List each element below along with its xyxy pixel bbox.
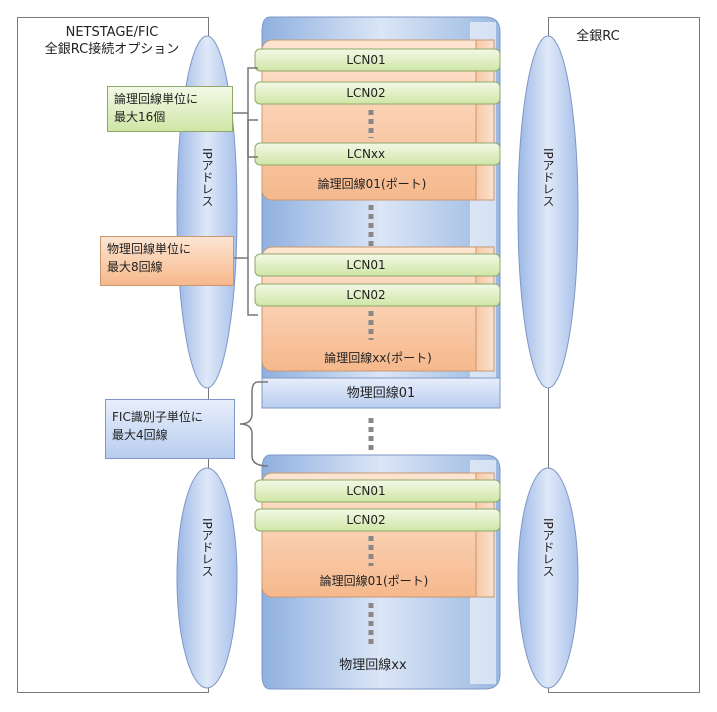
physical-line-xx-label: 物理回線xx <box>339 657 407 673</box>
ip-label-right-bottom: IPアドレス <box>541 518 555 577</box>
note-physical-line1: 物理回線単位に <box>107 242 192 256</box>
physical-line-01-label: 物理回線01 <box>347 385 416 401</box>
logical-line-xx-block: 論理回線xx(ポート) <box>261 246 495 372</box>
note-fic-limit: FIC識別子単位に 最大4回線 <box>105 399 235 459</box>
lcn02-label-b: LCN02 <box>346 288 385 302</box>
note-logical-line2: 最大16個 <box>114 110 166 124</box>
ip-label-right-top: IPアドレス <box>541 148 555 207</box>
ip-label-left-top: IPアドレス <box>200 148 214 207</box>
logical-line-01-label: 論理回線01(ポート) <box>318 176 427 191</box>
lcn01-label-b: LCN01 <box>346 258 385 272</box>
logical-line-01-block-b: 論理回線01(ポート) <box>261 472 495 598</box>
note-physical-line2: 最大8回線 <box>107 260 163 274</box>
lcn-bar-xx-a: LCNxx <box>254 142 501 166</box>
note-logical-line1: 論理回線単位に <box>114 92 199 106</box>
ip-ellipse-right-bottom: IPアドレス <box>517 467 579 689</box>
ip-ellipse-left-bottom: IPアドレス <box>176 467 238 689</box>
lcn-bar-02-c: LCN02 <box>254 508 501 532</box>
brace-logical <box>232 67 258 158</box>
logical-line-xx-label: 論理回線xx(ポート) <box>324 350 432 365</box>
lcnxx-label-a: LCNxx <box>347 147 385 161</box>
logical-line-01-label-b: 論理回線01(ポート) <box>320 573 429 588</box>
ip-label-left-bottom: IPアドレス <box>200 518 214 577</box>
note-fic-line1: FIC識別子単位に <box>112 410 203 424</box>
left-panel-title: NETSTAGE/FIC 全銀RC接続オプション <box>17 24 207 58</box>
note-physical-limit: 物理回線単位に 最大8回線 <box>100 236 234 286</box>
lcn-bar-01-b: LCN01 <box>254 253 501 277</box>
lcn02-label-a: LCN02 <box>346 86 385 100</box>
lcn-bar-01-c: LCN01 <box>254 479 501 503</box>
lcn02-label-c: LCN02 <box>346 513 385 527</box>
note-fic-line2: 最大4回線 <box>112 428 168 442</box>
note-logical-limit: 論理回線単位に 最大16個 <box>107 86 233 132</box>
brace-physical <box>232 119 258 316</box>
ip-ellipse-right-top: IPアドレス <box>517 35 579 389</box>
lcn01-label-c: LCN01 <box>346 484 385 498</box>
lcn01-label-a: LCN01 <box>346 53 385 67</box>
right-panel-title: 全銀RC <box>576 29 620 44</box>
lcn-bar-02-b: LCN02 <box>254 283 501 307</box>
left-panel-title-line1: NETSTAGE/FIC <box>65 25 159 40</box>
left-panel-title-line2: 全銀RC接続オプション <box>44 42 180 57</box>
brace-fic <box>239 381 269 467</box>
lcn-bar-02-a: LCN02 <box>254 81 501 105</box>
lcn-bar-01-a: LCN01 <box>254 48 501 72</box>
